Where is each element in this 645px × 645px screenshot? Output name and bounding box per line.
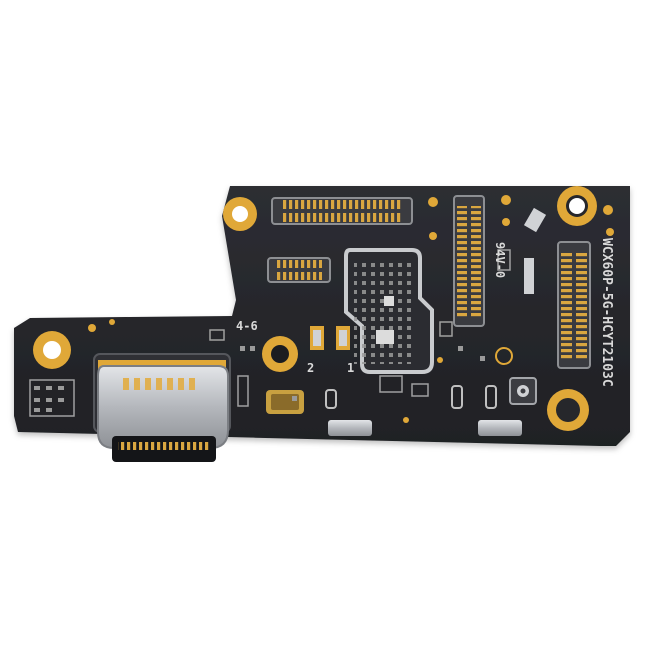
shielded-ic-area <box>344 248 434 374</box>
usb-c-pins <box>123 378 195 390</box>
btb-connector-top <box>271 197 413 225</box>
gold-pads <box>88 195 614 423</box>
mounting-hole-top-left <box>223 197 257 231</box>
mounting-hole-bottom-right <box>547 389 589 431</box>
btb-connector-vertical-2 <box>557 241 591 369</box>
mark-1-label: 1 <box>347 361 354 375</box>
range-mark-label: 4-6 <box>236 319 258 333</box>
silkscreen-outlines <box>29 249 511 417</box>
silkscreen-dots <box>34 346 485 412</box>
small-connector <box>267 257 331 283</box>
btb-connector-vertical-1 <box>453 195 485 327</box>
mark-2-label: 2 <box>307 361 314 375</box>
usb-c-port <box>93 353 231 462</box>
flammability-label: 94V-0 <box>493 242 507 278</box>
plated-hole-center <box>262 336 298 372</box>
model-code-label: WCX60P-5G-HCYT2103C <box>599 238 614 387</box>
rf-connector <box>509 377 537 405</box>
mounting-hole-top-right <box>557 186 597 226</box>
mounting-hole-left <box>33 331 71 369</box>
